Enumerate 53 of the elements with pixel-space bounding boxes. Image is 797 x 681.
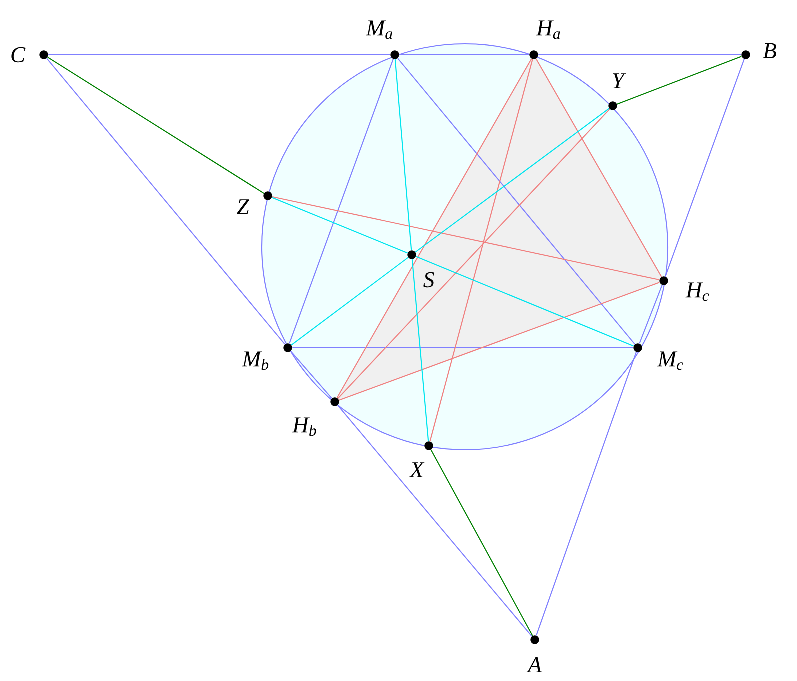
line-segment (536, 58, 662, 278)
line-segment (639, 285, 663, 344)
point-label: H$_{b}$ (292, 418, 316, 436)
point-dot (634, 344, 642, 352)
point-dot (530, 50, 538, 60)
line-segment (416, 256, 634, 347)
line-segment (430, 59, 534, 442)
line-segment (272, 197, 408, 254)
point-label: S (424, 272, 434, 288)
line-segment (665, 59, 745, 277)
point-label: C (12, 47, 26, 63)
line-segment (289, 59, 394, 344)
line-segment (538, 54, 742, 56)
line-segment (292, 347, 634, 349)
line-segment (336, 58, 532, 398)
point-dot (530, 636, 540, 644)
line-segment (400, 54, 530, 56)
line-segment (290, 351, 332, 399)
point-dot (264, 192, 272, 200)
point-dot (284, 344, 292, 352)
point-dot (40, 50, 48, 60)
point-label: A (526, 658, 542, 672)
line-segment (617, 56, 742, 105)
point-label: B (763, 44, 776, 58)
line-segment (291, 257, 409, 346)
point-dot (408, 250, 416, 260)
line-segment (430, 450, 534, 636)
line-segment (48, 57, 264, 194)
point-label: Y (613, 74, 626, 88)
point-label: H$_{c}$ (686, 282, 710, 302)
point-label: M$_{c}$ (657, 352, 684, 370)
line-segment (536, 352, 637, 636)
point-dot (660, 276, 668, 286)
point-label: M$_{a}$ (366, 20, 392, 40)
point-label: Z (236, 200, 250, 214)
point-label: M$_{b}$ (242, 352, 269, 370)
line-segment (272, 196, 660, 281)
line-segment (46, 58, 286, 345)
point-dot (424, 442, 434, 450)
line-segment (415, 108, 610, 253)
line-segment (338, 108, 610, 399)
line-segment (394, 60, 412, 250)
point-dot (742, 50, 750, 60)
point-dot (390, 50, 400, 60)
line-segment (398, 58, 636, 345)
point-label: X (409, 462, 425, 478)
point-dot (330, 398, 340, 406)
line-segment (48, 54, 390, 56)
point-label: H$_{a}$ (536, 20, 560, 40)
line-segment (412, 260, 430, 442)
line-segment (338, 405, 532, 637)
point-dot (608, 102, 618, 110)
line-segment (339, 282, 660, 401)
